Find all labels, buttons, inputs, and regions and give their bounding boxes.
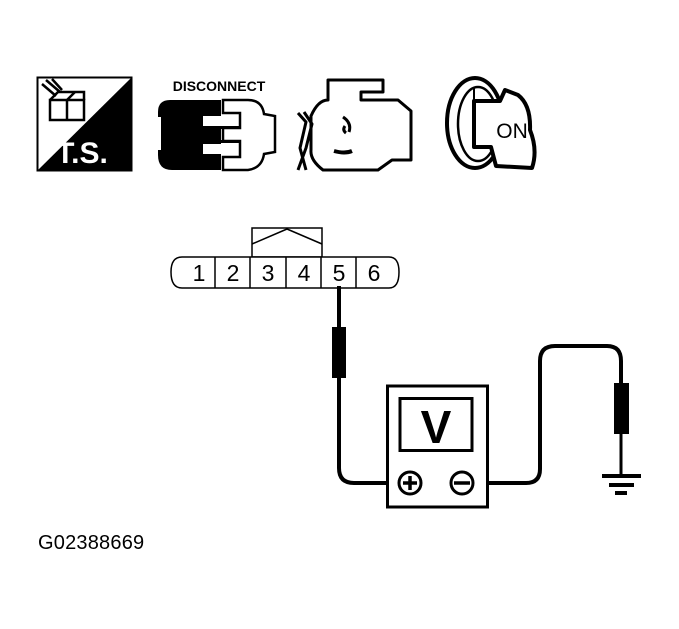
- disconnect-label: DISCONNECT: [173, 78, 266, 94]
- ground-symbol-icon: [602, 474, 641, 495]
- pin-5: 5: [333, 260, 346, 286]
- pin-3: 3: [262, 260, 275, 286]
- voltmeter: V: [386, 384, 489, 509]
- negative-terminal-icon: [449, 470, 475, 496]
- ts-label: T.S.: [56, 137, 108, 170]
- probe-handle: [332, 327, 346, 378]
- ts-box-icon: T.S.: [36, 76, 133, 172]
- engine-stopped-icon: [296, 78, 413, 172]
- figure-id: G02388669: [38, 532, 145, 554]
- ignition-key-on-icon: ON: [445, 76, 537, 170]
- box-glyph-icon: [41, 78, 86, 122]
- harness-connector: 1 2 3 4 5 6: [170, 227, 400, 289]
- positive-terminal-icon: [397, 470, 423, 496]
- connector-lock-tab: [251, 227, 323, 258]
- negative-probe-lead: [472, 344, 629, 485]
- pin-2: 2: [227, 260, 240, 286]
- on-label: ON: [496, 120, 528, 143]
- positive-probe-lead: [332, 286, 400, 485]
- probe-handle: [614, 383, 629, 434]
- meter-display-unit: V: [421, 401, 452, 453]
- pin-1: 1: [193, 260, 206, 286]
- disconnect-connector-icon: DISCONNECT: [158, 78, 277, 172]
- meter-display: [398, 397, 474, 452]
- pin-6: 6: [368, 260, 381, 286]
- pin-4: 4: [298, 260, 311, 286]
